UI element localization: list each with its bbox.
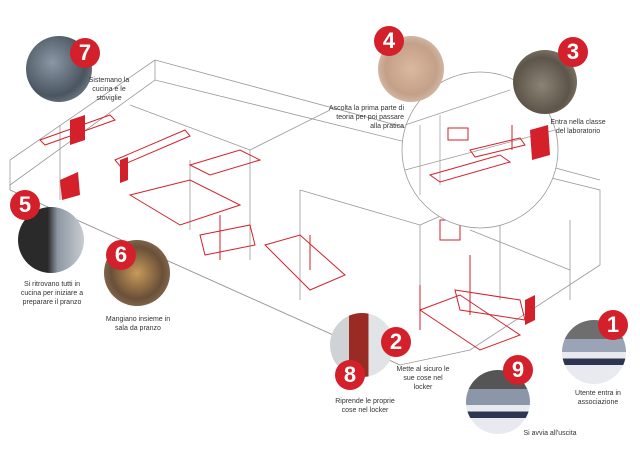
step-1-badge: 1: [598, 310, 628, 340]
step-4-badge: 4: [374, 26, 404, 56]
step-5-badge: 5: [10, 190, 40, 220]
step-8-badge: 8: [335, 360, 365, 390]
step-8-caption: Riprende le proprie cose nel locker: [335, 398, 395, 414]
step-6-badge: 6: [106, 240, 136, 270]
step-7-badge: 7: [70, 38, 100, 68]
step-7-caption: Sistemano la cucina e le stoviglie: [88, 77, 130, 102]
magnified-lab-view: [401, 71, 559, 229]
step-3-caption: Entra nella classe del laboratorio: [550, 119, 606, 135]
step-2-caption: Mette al sicuro le sue cose nel locker: [396, 366, 450, 391]
step-4-caption: Ascolta la prima parte di teoria per poi…: [328, 105, 404, 130]
step-5-caption: Si ritrovano tutti in cucina per iniziar…: [20, 281, 84, 306]
step-9-caption: Si avvia all'uscita: [523, 430, 577, 437]
step-9-badge: 9: [503, 355, 533, 385]
step-3-badge: 3: [558, 37, 588, 67]
step-2-badge: 2: [381, 327, 411, 357]
step-1-caption: Utente entra in associazione: [575, 390, 621, 406]
step-6-caption: Mangiano insieme in sala da pranzo: [105, 316, 171, 332]
